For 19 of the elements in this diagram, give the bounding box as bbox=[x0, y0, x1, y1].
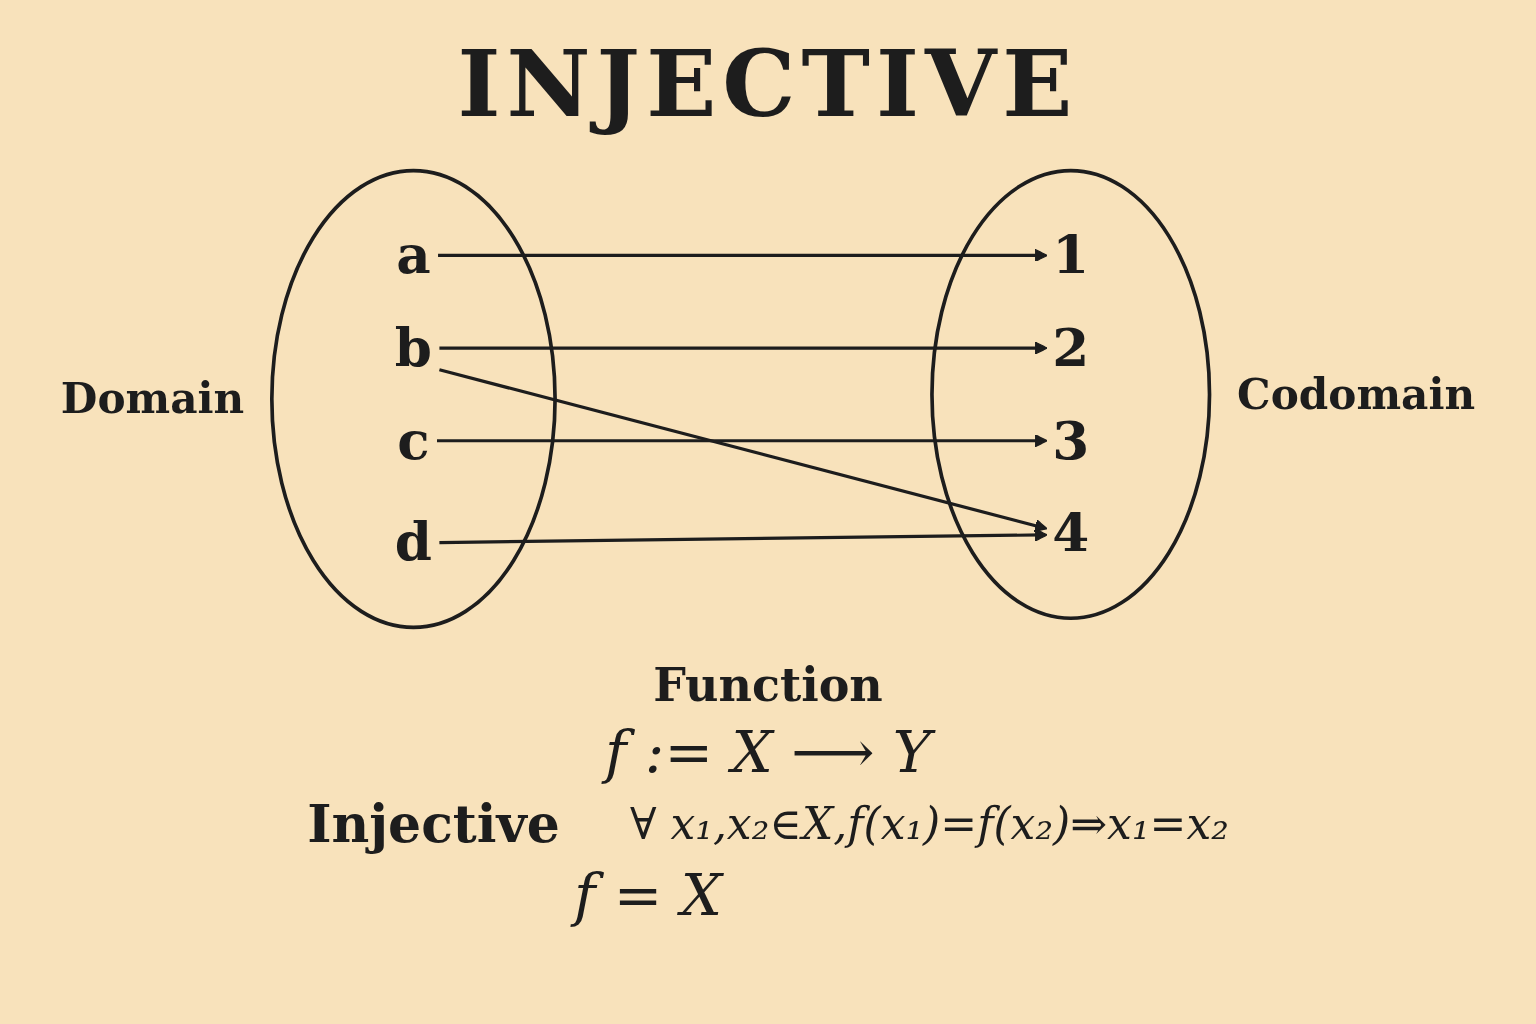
row-heading: Injective bbox=[307, 792, 560, 857]
arrow bbox=[439, 528, 1048, 545]
arrow bbox=[439, 341, 1048, 355]
arrow bbox=[438, 249, 1048, 263]
formula: ∀ x₁,x₂∈X,f(x₁)=f(x₂)⇒x₁=x₂ bbox=[629, 797, 1229, 852]
heading-text: Function bbox=[653, 657, 883, 715]
element-label: 3 bbox=[1052, 409, 1090, 472]
element-label: a bbox=[396, 223, 431, 287]
node-label: Codomain bbox=[1237, 369, 1476, 419]
element-label: b bbox=[394, 316, 433, 379]
element-label: c bbox=[397, 409, 430, 472]
arrow bbox=[439, 368, 1048, 533]
arrow bbox=[437, 434, 1048, 448]
element-label: d bbox=[394, 511, 433, 574]
element-label: 1 bbox=[1052, 223, 1090, 287]
element-label: 4 bbox=[1052, 501, 1090, 565]
element-label: 2 bbox=[1052, 316, 1090, 379]
node-label: Domain bbox=[60, 373, 245, 424]
diagram-title: INJECTIVE bbox=[457, 34, 1079, 136]
